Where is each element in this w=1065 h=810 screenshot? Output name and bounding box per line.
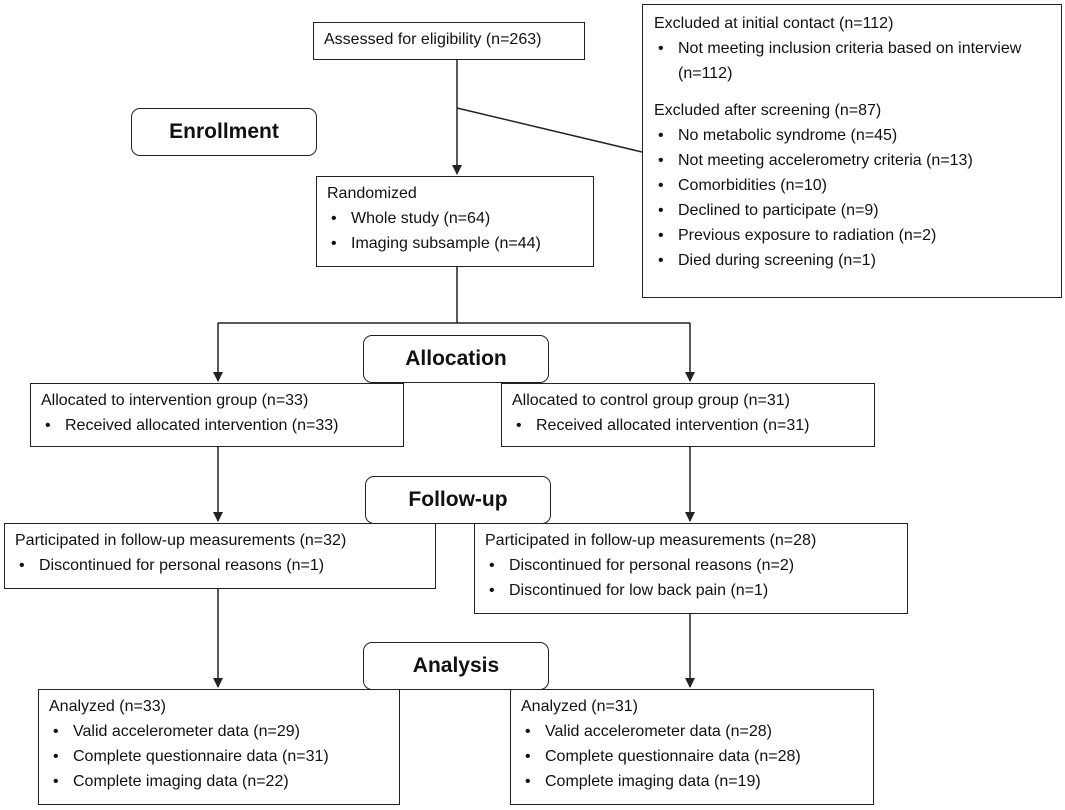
intervention-allocation-box: Allocated to intervention group (n=33) R… <box>30 383 404 447</box>
control-analysis-box: Analyzed (n=31) Valid accelerometer data… <box>510 689 874 805</box>
list-item: Discontinued for personal reasons (n=1) <box>15 553 425 578</box>
control-analysis-title: Analyzed (n=31) <box>521 698 638 715</box>
list-item: Whole study (n=64) <box>327 206 583 231</box>
intervention-followup-list: Discontinued for personal reasons (n=1) <box>15 553 425 578</box>
list-item: Died during screening (n=1) <box>654 248 1050 273</box>
randomized-list: Whole study (n=64) Imaging subsample (n=… <box>327 206 583 256</box>
list-item: Previous exposure to radiation (n=2) <box>654 223 1050 248</box>
control-followup-title: Participated in follow-up measurements (… <box>485 532 817 549</box>
randomized-box: Randomized Whole study (n=64) Imaging su… <box>316 176 594 267</box>
list-item: Not meeting inclusion criteria based on … <box>654 36 1050 86</box>
intervention-allocation-title: Allocated to intervention group (n=33) <box>41 392 309 409</box>
list-item: Imaging subsample (n=44) <box>327 231 583 256</box>
exclusion-connector <box>456 107 643 153</box>
list-item: Discontinued for low back pain (n=1) <box>485 578 897 603</box>
list-item: Complete questionnaire data (n=28) <box>521 744 863 769</box>
randomized-title: Randomized <box>327 185 417 202</box>
excluded-initial-list: Not meeting inclusion criteria based on … <box>654 36 1050 86</box>
excluded-initial-title: Excluded at initial contact (n=112) <box>654 15 894 32</box>
list-item: Complete questionnaire data (n=31) <box>49 744 389 769</box>
list-item: Declined to participate (n=9) <box>654 198 1050 223</box>
list-item: No metabolic syndrome (n=45) <box>654 123 1050 148</box>
intervention-allocation-list: Received allocated intervention (n=33) <box>41 413 393 438</box>
list-item: Valid accelerometer data (n=29) <box>49 719 389 744</box>
list-item: Received allocated intervention (n=33) <box>41 413 393 438</box>
stage-label-followup: Follow-up <box>365 476 551 524</box>
stage-label-allocation: Allocation <box>363 335 549 383</box>
stage-label-enrollment: Enrollment <box>131 108 317 156</box>
list-item: Received allocated intervention (n=31) <box>512 413 864 438</box>
intervention-followup-title: Participated in follow-up measurements (… <box>15 532 347 549</box>
exclusion-box: Excluded at initial contact (n=112) Not … <box>642 4 1062 298</box>
control-analysis-list: Valid accelerometer data (n=28) Complete… <box>521 719 863 794</box>
control-allocation-list: Received allocated intervention (n=31) <box>512 413 864 438</box>
assessed-text: Assessed for eligibility (n=263) <box>324 31 542 48</box>
intervention-analysis-title: Analyzed (n=33) <box>49 698 166 715</box>
intervention-analysis-box: Analyzed (n=33) Valid accelerometer data… <box>38 689 400 805</box>
excluded-screening-title: Excluded after screening (n=87) <box>654 102 882 119</box>
control-allocation-title: Allocated to control group group (n=31) <box>512 392 790 409</box>
list-item: Valid accelerometer data (n=28) <box>521 719 863 744</box>
list-item: Not meeting accelerometry criteria (n=13… <box>654 148 1050 173</box>
stage-label-analysis: Analysis <box>363 642 549 690</box>
control-followup-box: Participated in follow-up measurements (… <box>474 523 908 614</box>
control-followup-list: Discontinued for personal reasons (n=2) … <box>485 553 897 603</box>
intervention-followup-box: Participated in follow-up measurements (… <box>4 523 436 589</box>
list-item: Comorbidities (n=10) <box>654 173 1050 198</box>
assessed-box: Assessed for eligibility (n=263) <box>313 22 585 60</box>
intervention-analysis-list: Valid accelerometer data (n=29) Complete… <box>49 719 389 794</box>
list-item: Complete imaging data (n=22) <box>49 769 389 794</box>
list-item: Complete imaging data (n=19) <box>521 769 863 794</box>
control-allocation-box: Allocated to control group group (n=31) … <box>501 383 875 447</box>
list-item: Discontinued for personal reasons (n=2) <box>485 553 897 578</box>
excluded-screening-list: No metabolic syndrome (n=45) Not meeting… <box>654 123 1050 273</box>
